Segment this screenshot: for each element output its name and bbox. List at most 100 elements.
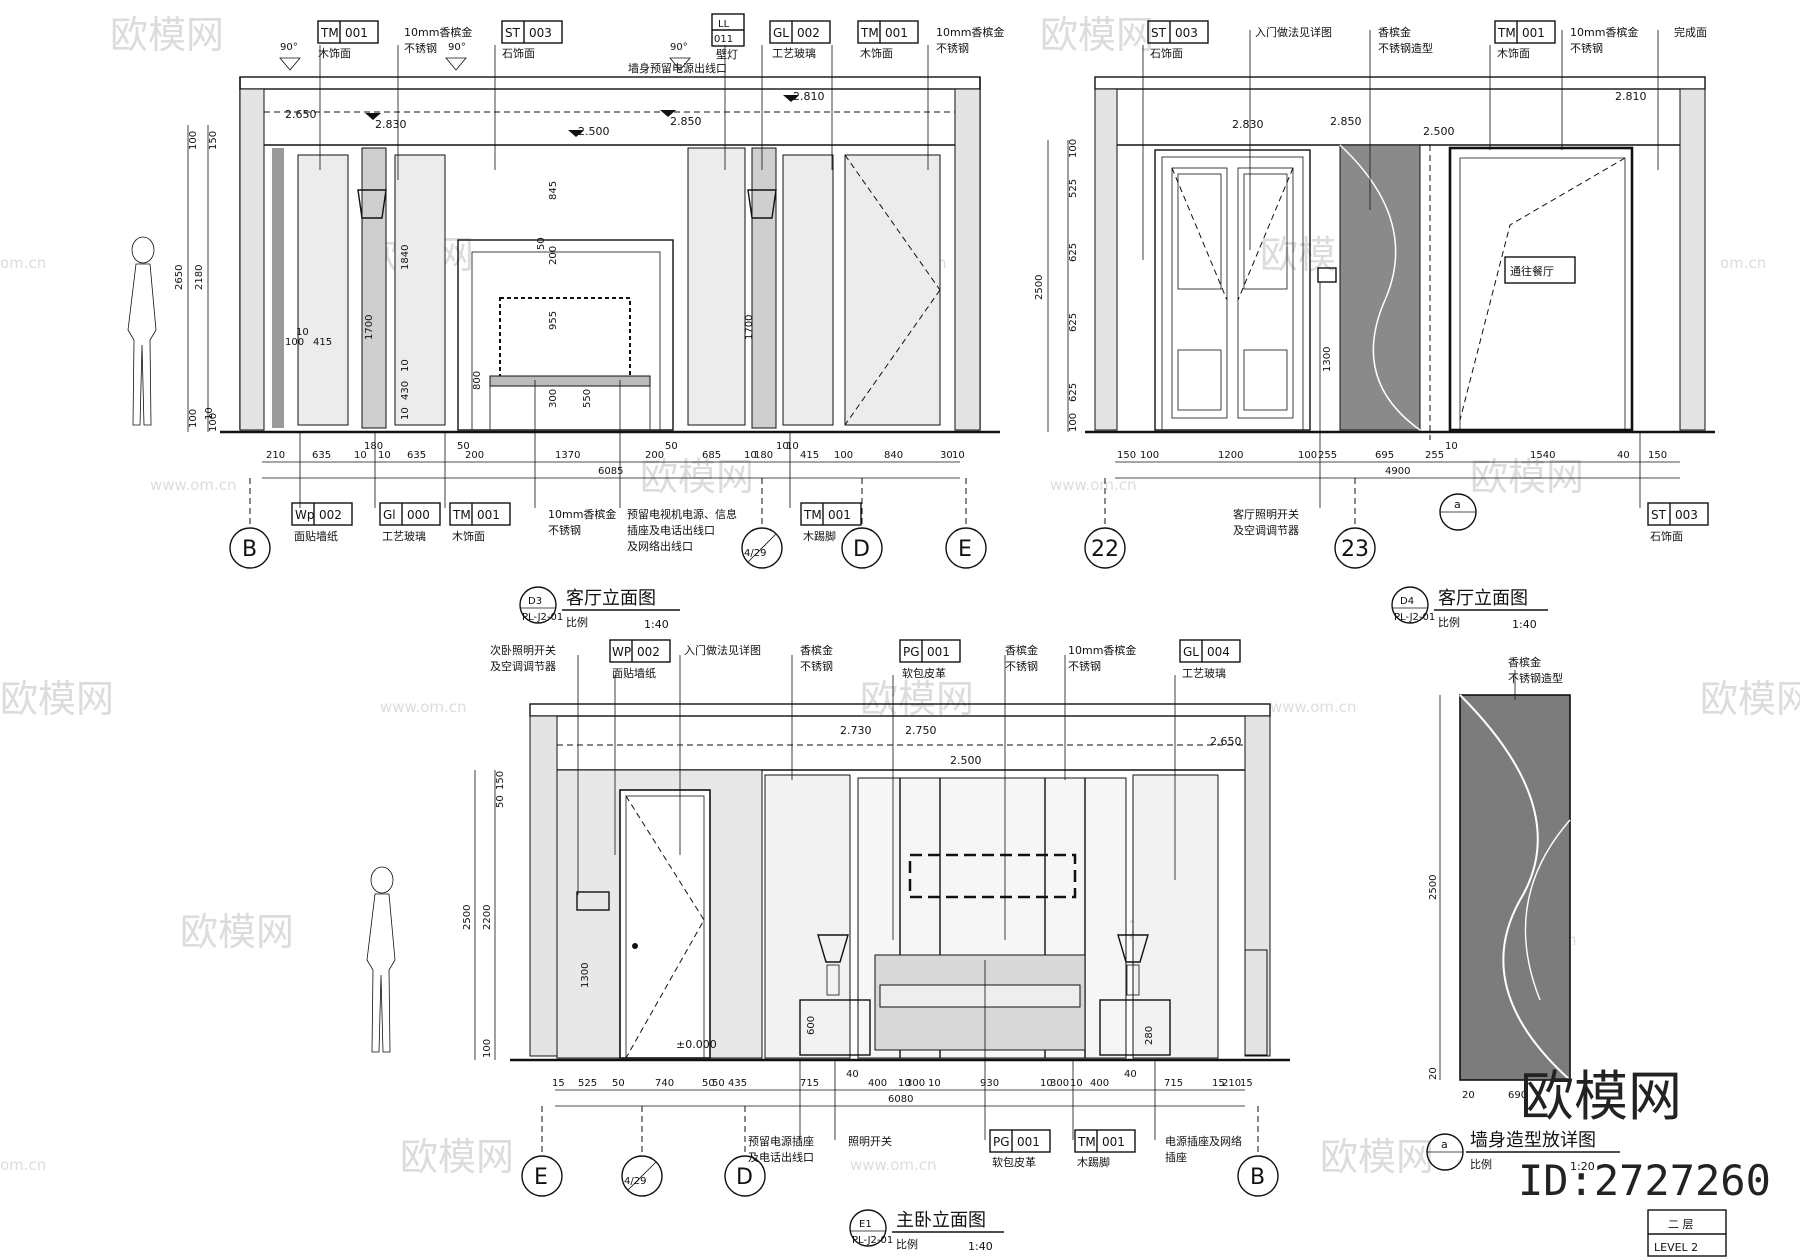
tag-st003: ST 003 石饰面 (1147, 20, 1209, 60)
watermark-site: www.om.cn (380, 698, 467, 716)
svg-text:10: 10 (1445, 441, 1458, 452)
svg-text:不锈钢: 不锈钢 (1068, 660, 1101, 673)
watermark-site: www.om.cn (1270, 698, 1357, 716)
svg-text:香槟金: 香槟金 (800, 643, 833, 657)
svg-text:面贴墙纸: 面贴墙纸 (612, 666, 656, 680)
svg-text:不锈钢: 不锈钢 (548, 524, 581, 537)
switch-panel (576, 891, 610, 911)
svg-text:GL: GL (773, 26, 789, 40)
svg-text:不锈钢: 不锈钢 (936, 42, 969, 55)
right-column (1244, 949, 1268, 1056)
watermark-brand: 欧模网 (1320, 1135, 1434, 1179)
svg-text:及空调调节器: 及空调调节器 (490, 659, 556, 673)
svg-text:ST: ST (505, 26, 521, 40)
note-door-detail: 入门做法见详图 (684, 643, 761, 657)
svg-text:2.500: 2.500 (1423, 125, 1455, 138)
svg-text:次卧照明开关: 次卧照明开关 (490, 643, 556, 657)
svg-text:180: 180 (754, 450, 773, 461)
svg-text:800: 800 (472, 371, 483, 390)
svg-text:PL-J2-01: PL-J2-01 (852, 1235, 893, 1246)
svg-text:PG: PG (993, 1135, 1010, 1149)
svg-text:2500: 2500 (1034, 275, 1045, 300)
svg-text:1:40: 1:40 (644, 618, 669, 631)
nightstand-right (1099, 934, 1171, 1056)
svg-text:LL: LL (718, 19, 730, 30)
note-metal-feature: 香槟金 不锈钢造型 (1508, 655, 1563, 685)
svg-text:不锈钢: 不锈钢 (800, 660, 833, 673)
svg-text:木饰面: 木饰面 (318, 46, 351, 60)
svg-text:D: D (736, 1165, 753, 1190)
svg-text:2.730: 2.730 (840, 724, 872, 737)
svg-text:2.650: 2.650 (285, 108, 317, 121)
svg-text:D4: D4 (1400, 596, 1414, 607)
dining-opening: 通往餐厅 (1448, 146, 1634, 432)
svg-text:a: a (1441, 1138, 1448, 1151)
watermark-brand: 欧模网 (860, 677, 974, 721)
tag-tm001-bottom: TM 001 木饰面 (449, 502, 511, 543)
note-finish-face: 完成面 (1674, 25, 1707, 39)
svg-text:15: 15 (1212, 1078, 1225, 1089)
svg-text:不锈钢造型: 不锈钢造型 (1508, 671, 1563, 685)
svg-text:10: 10 (786, 441, 799, 452)
ceiling-slab (529, 703, 1271, 717)
svg-text:Wp: Wp (295, 508, 314, 522)
svg-text:003: 003 (529, 26, 552, 40)
svg-text:10: 10 (776, 441, 789, 452)
svg-text:工艺玻璃: 工艺玻璃 (772, 46, 816, 60)
svg-text:E: E (958, 537, 972, 562)
svg-text:预留电源插座: 预留电源插座 (748, 1134, 814, 1148)
svg-text:50: 50 (457, 441, 470, 452)
svg-text:003: 003 (1175, 26, 1198, 40)
svg-text:2.750: 2.750 (905, 724, 937, 737)
svg-text:2500: 2500 (1428, 875, 1439, 900)
tag-tm001-skirting: TM 001 木踢脚 (1074, 1129, 1136, 1169)
metal-feature-detail (1459, 694, 1571, 1081)
svg-text:90°: 90° (670, 42, 688, 53)
svg-text:1200: 1200 (1218, 450, 1243, 461)
width-dimensions: 210 635 10 180 10 635 50 200 1370 200 50… (262, 441, 965, 479)
svg-text:180: 180 (364, 441, 383, 452)
watermark-brand: 欧模网 (110, 13, 224, 57)
svg-text:000: 000 (407, 508, 430, 522)
svg-text:香槟金: 香槟金 (1005, 643, 1038, 657)
note-power-network: 电源插座及网络 插座 (1165, 1134, 1242, 1164)
svg-text:2.830: 2.830 (1232, 118, 1264, 131)
watermark-brand: 欧模网 (1700, 677, 1800, 721)
svg-text:比例: 比例 (1470, 1157, 1492, 1171)
svg-text:不锈钢: 不锈钢 (1570, 42, 1603, 55)
svg-text:2200: 2200 (482, 905, 493, 930)
svg-text:255: 255 (1318, 450, 1337, 461)
svg-text:E1: E1 (859, 1219, 872, 1230)
svg-text:002: 002 (319, 508, 342, 522)
svg-text:001: 001 (345, 26, 368, 40)
height-dimensions: 150 50 2500 2200 100 1300 600 280 (462, 770, 1155, 1060)
level-box: 二 层 LEVEL 2 (1647, 1209, 1727, 1257)
svg-text:635: 635 (407, 450, 426, 461)
tag-st003-bottom: ST 003 石饰面 (1647, 502, 1709, 543)
tag-tm001: TM 001 木饰面 (1494, 20, 1556, 60)
svg-text:GL: GL (1183, 645, 1199, 659)
svg-text:001: 001 (1017, 1135, 1040, 1149)
tag-tm001-skirting: TM 001 木踢脚 (800, 502, 862, 543)
svg-text:200: 200 (645, 450, 664, 461)
svg-text:1700: 1700 (364, 315, 375, 340)
tag-tm001-right: TM 001 木饰面 (857, 20, 919, 60)
right-wall (954, 88, 981, 431)
svg-text:±0.000: ±0.000 (676, 1038, 717, 1051)
svg-text:2.850: 2.850 (670, 115, 702, 128)
elevation-e1: 次卧照明开关 及空调调节器 WP 002 面贴墙纸 入门做法见详图 香槟金 不锈… (366, 639, 1290, 1253)
svg-text:4/29: 4/29 (624, 1176, 646, 1187)
width-dimensions: 150 100 1200 100 255 695 255 10 1540 40 … (1115, 441, 1680, 479)
svg-text:300: 300 (1050, 1078, 1069, 1089)
watermark-brand: 欧模网 (0, 677, 114, 721)
svg-text:840: 840 (884, 450, 903, 461)
svg-text:石饰面: 石饰面 (1150, 46, 1183, 60)
watermark-site: www.om.cn (150, 476, 237, 494)
svg-text:100: 100 (1298, 450, 1317, 461)
svg-text:625: 625 (1068, 313, 1079, 332)
svg-text:50: 50 (712, 1078, 725, 1089)
note-tv-outlets: 预留电视机电源、信息 插座及电话出线口 及网络出线口 (627, 507, 737, 553)
svg-text:435: 435 (728, 1078, 747, 1089)
svg-text:电源插座及网络: 电源插座及网络 (1165, 1134, 1242, 1148)
svg-text:001: 001 (885, 26, 908, 40)
